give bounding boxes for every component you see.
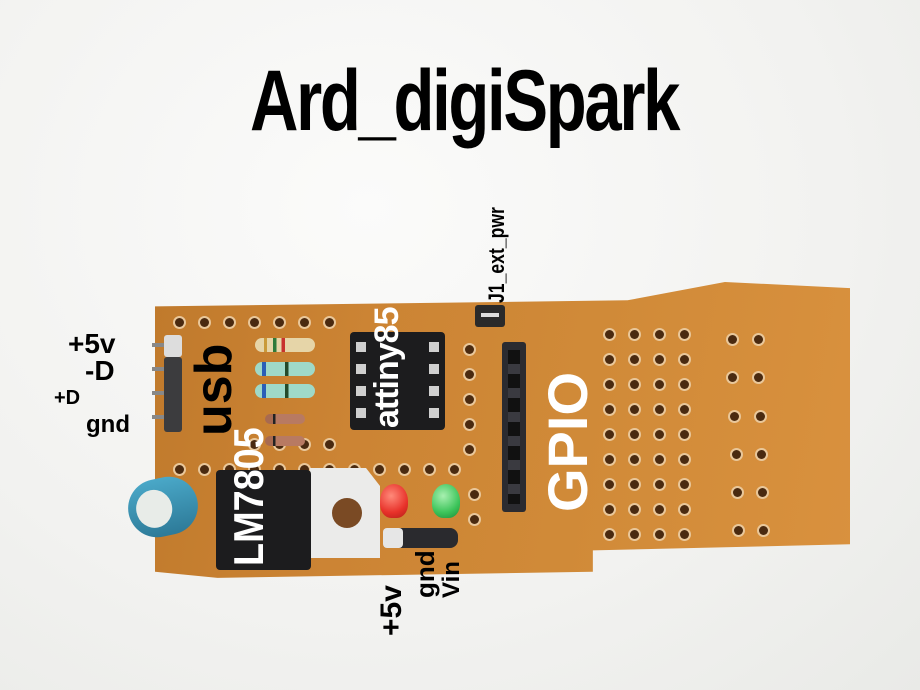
usb-header <box>152 335 182 435</box>
attiny85-chip <box>350 332 445 430</box>
page-title: Ard_digiSpark <box>250 53 680 149</box>
jumper-j1 <box>475 305 505 327</box>
power-header <box>383 528 458 548</box>
usb-pin-5v-label: +5v <box>68 328 116 359</box>
lm7805-tab <box>310 468 380 558</box>
usb-heading: usb <box>185 343 243 436</box>
lm7805-label: LM7805 <box>225 427 272 566</box>
power-pin-5v-label: +5v <box>375 585 408 636</box>
lm7805-chip <box>216 470 311 570</box>
power-pin-gnd-label: gnd <box>410 550 440 598</box>
gpio-header[interactable] <box>502 342 526 512</box>
usb-pin-plus-d-label: +D <box>54 387 81 409</box>
usb-pin-minus-d-label: -D <box>85 355 115 386</box>
attiny85-label: attiny85 <box>368 307 406 429</box>
usb-pin-gnd-label: gnd <box>86 411 130 438</box>
resistor <box>255 362 315 376</box>
jumper-label: J1_ext_pwr <box>484 207 509 303</box>
power-pin-vin-label: Vin <box>438 561 465 598</box>
resistor <box>255 384 315 398</box>
resistor <box>255 338 315 352</box>
led-red <box>380 484 408 518</box>
diode <box>265 414 305 424</box>
diode <box>265 436 305 446</box>
led-green <box>432 484 460 518</box>
gpio-label: GPIO <box>536 371 599 512</box>
